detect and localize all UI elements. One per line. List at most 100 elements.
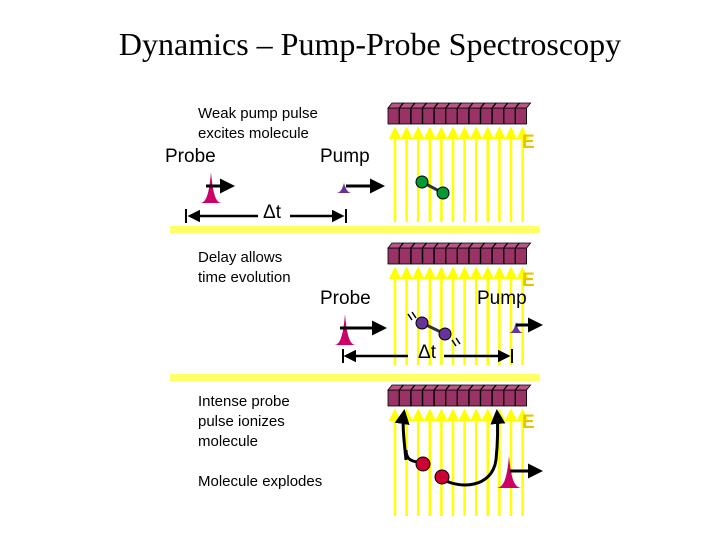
magnet-block [503,389,516,407]
magnet-block-top [445,384,462,391]
magnet-block [387,389,400,407]
magnet-block [491,389,504,407]
probe-label: Probe [320,288,371,309]
magnet-block-top [503,242,520,249]
magnet-block-top [479,242,497,249]
magnet-block [399,107,412,125]
atom-green-icon [436,186,450,200]
magnet-block-top [410,384,428,391]
magnet-block [491,107,504,125]
magnet-block-top [410,242,428,249]
field-label: E [522,270,535,291]
magnet-block [468,107,481,125]
magnet-block [480,107,493,125]
magnet-block [433,389,446,407]
magnet-block [433,247,446,265]
magnet-block-top [503,384,520,391]
magnet-block-top [468,102,486,109]
magnet-block-top [387,384,404,391]
motion-lines-icon [407,311,417,321]
fragment-trajectory-right-icon [439,409,506,487]
pump-pulse-icon [508,322,524,333]
magnet-block [515,389,527,407]
magnet-block [457,389,470,407]
magnet-block-top [468,242,486,249]
caption-line: Delay allows [198,249,283,266]
magnet-block [491,247,504,265]
magnet-block-top [433,242,451,249]
electric-field-panel-3 [387,384,532,516]
caption-line: molecule [198,433,259,450]
magnet-block-top [421,384,439,391]
electric-field-panel-2 [387,242,532,365]
magnet-block [387,247,400,265]
caption-line: excites molecule [198,125,309,142]
magnet-block [433,107,446,125]
magnet-block-top [433,384,451,391]
magnet-block-top [398,102,416,109]
magnet-block [445,107,458,125]
magnet-block [503,247,516,265]
magnet-block [457,247,470,265]
magnet-block-top [387,242,404,249]
probe-pulse-icon [496,456,522,488]
atom-purple-icon [438,327,452,341]
atom-purple-icon [415,316,429,330]
magnet-block [422,107,435,125]
magnet-block-top [398,384,416,391]
magnet-block [410,107,423,125]
delay-label: Δt [263,202,281,223]
magnet-block [422,247,435,265]
caption-line: Intense probe [198,393,290,410]
magnet-block-top [410,102,428,109]
magnet-block [410,247,423,265]
magnet-block-top [468,384,486,391]
atom-red-icon [434,469,450,485]
caption-line: Weak pump pulse [198,105,318,122]
field-label: E [522,412,535,433]
atom-green-icon [415,175,429,189]
magnet-block-top [503,102,520,109]
magnet-block [468,247,481,265]
magnet-block-top [491,384,509,391]
panel1-caption: Weak pump pulse excites molecule [198,104,318,144]
motion-lines-icon [451,337,461,347]
explodes-caption: Molecule explodes [198,473,323,490]
magnet-block-top [456,384,474,391]
magnet-block [457,107,470,125]
magnet-block [445,389,458,407]
magnet-block-top [421,242,439,249]
magnet-block [503,107,516,125]
delay-label: Δt [418,342,436,363]
pump-label: Pump [477,288,527,309]
magnet-block [480,389,493,407]
magnet-block-top [491,102,509,109]
magnet-block-top [514,102,532,109]
pump-label: Pump [320,146,370,167]
magnet-block [422,389,435,407]
magnet-block [515,247,527,265]
caption-line: pulse ionizes [198,413,285,430]
magnet-block-top [445,102,462,109]
panel2-caption: Delay allows time evolution [198,248,291,288]
magnet-block-top [514,384,532,391]
magnet-block-top [456,102,474,109]
caption-line: time evolution [198,269,291,286]
magnet-block-top [491,242,509,249]
magnet-block [445,247,458,265]
magnet-block [480,247,493,265]
magnet-block-top [445,242,462,249]
panel3-caption: Intense probe pulse ionizes molecule [198,392,290,452]
magnet-block [468,389,481,407]
magnet-block-top [421,102,439,109]
magnet-block-top [479,102,497,109]
magnet-block [515,107,527,125]
magnet-block [399,247,412,265]
separator-bar [170,374,540,381]
magnet-block [387,107,400,125]
atom-red-icon [415,456,431,472]
magnet-block-top [433,102,451,109]
field-label: E [522,132,535,153]
